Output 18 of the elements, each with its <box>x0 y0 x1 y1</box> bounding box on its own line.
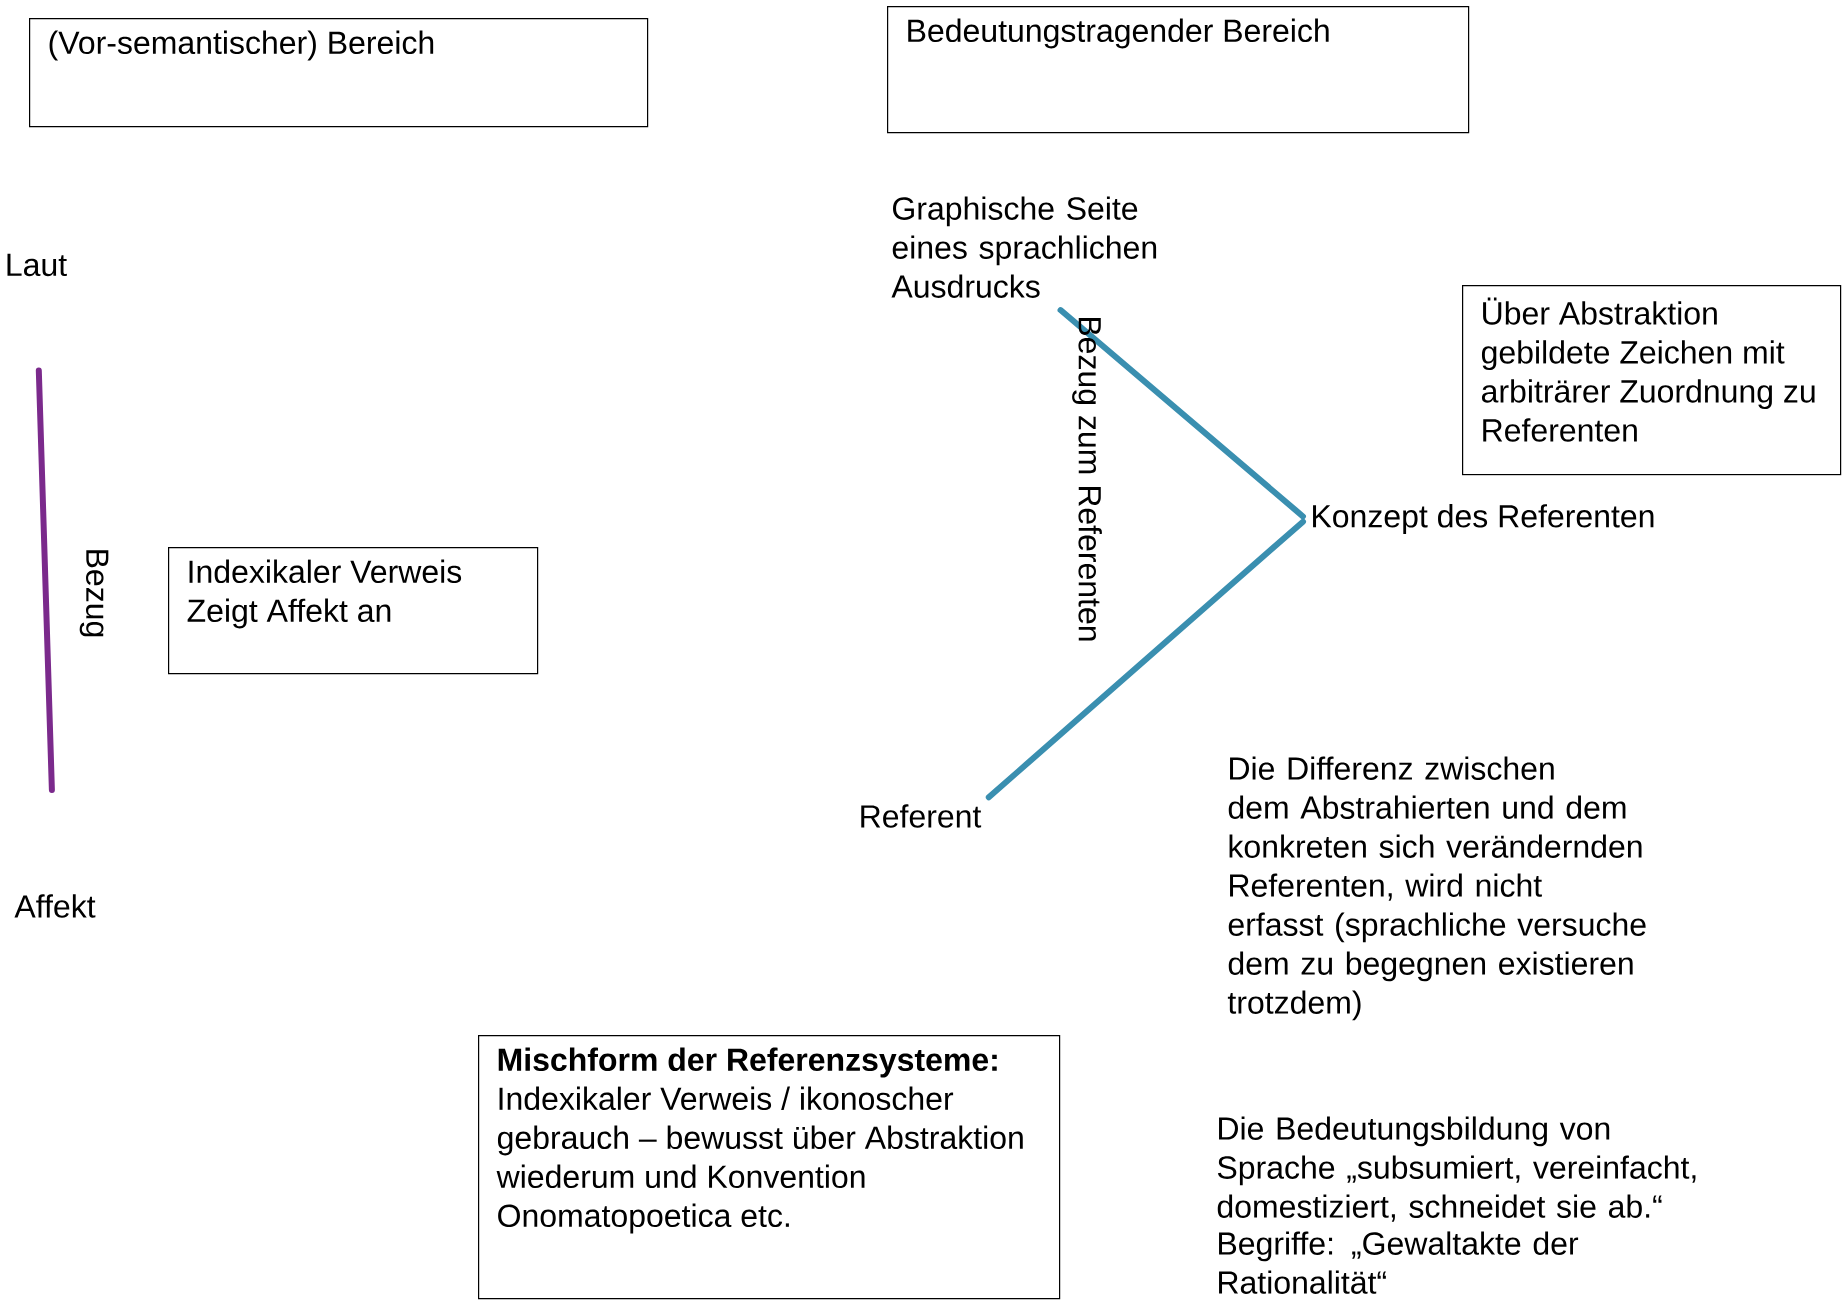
text-box: Indexikaler Verweis Zeigt Affekt an <box>168 547 539 675</box>
edge-label: Bezug <box>79 550 109 637</box>
text-label: Referent <box>861 804 982 828</box>
text-label: Affekt <box>14 894 96 918</box>
note-text: Die Bedeutungsbildung von Sprache „subsumiert, vereinfacht, domestiziert, schneidet sie ab.“ <box>1217 1116 1696 1222</box>
connector-line <box>35 367 55 793</box>
text-label: Graphische Seite eines sprachlichen Ausdrucks <box>891 196 1157 298</box>
text-label: Laut <box>7 253 67 277</box>
note-text: Die Differenz zwischen dem Abstrahierten und dem konkreten sich verändernden Referenten, wird nicht erfasst (sprachliche versuche dem zu begegnen existieren trotzdem) <box>1227 756 1646 1021</box>
connector-line <box>985 518 1306 801</box>
text-label: Konzept des Referenten <box>1313 504 1654 534</box>
text-box: Mischform der Referenzsysteme: Indexikaler Verweis / ikonoscher gebrauch – bewusst über Abstraktion wiederum und Konvention Onomatopoetica etc. <box>478 1035 1061 1300</box>
text-box: (Vor-semantischer) Bereich <box>29 18 649 128</box>
connector-line <box>1057 307 1306 520</box>
edge-label: Bezug zum Referenten <box>1072 318 1102 641</box>
text-box: Bedeutungstragender Bereich <box>887 6 1470 134</box>
text-box: Über Abstraktion gebildete Zeichen mit arbiträrer Zuordnung zu Referenten <box>1462 285 1842 476</box>
note-text: Begriffe: „Gewaltakte der Rationalität“ <box>1219 1231 1579 1294</box>
